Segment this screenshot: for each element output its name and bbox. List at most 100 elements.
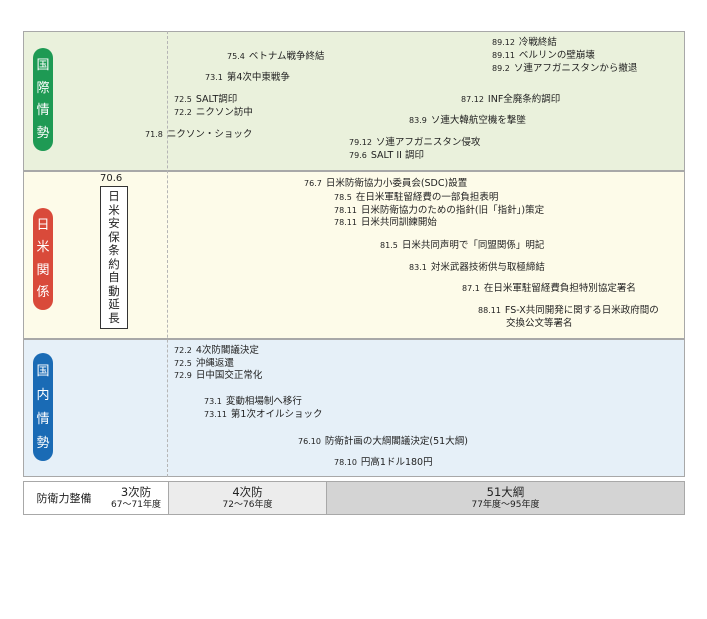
event-date: 87.1	[462, 284, 480, 293]
box-char: 動	[108, 283, 120, 298]
phase-period: 77年度〜95年度	[471, 500, 540, 510]
event-text: 在日米軍駐留経費負担特別協定署名	[483, 283, 636, 294]
event-date: 73.11	[204, 410, 227, 419]
event-text: 変動相場制へ移行	[225, 396, 302, 407]
event-date: 73.1	[205, 73, 223, 82]
event-text: 防衛計画の大綱閣議決定(51大綱)	[324, 436, 468, 447]
event-text: SALT II 調印	[370, 150, 424, 161]
event-text: 4次防閣議決定	[195, 345, 259, 356]
event-date: 73.1	[204, 397, 222, 406]
event-date: 79.6	[349, 151, 367, 160]
japan-us-label: 日 米 関 係	[33, 208, 53, 310]
event-text: 交換公文等署名	[506, 318, 573, 329]
phase-name: 51大綱	[486, 485, 525, 499]
event-text: 対米武器技術供与取極締結	[430, 262, 545, 273]
label-char: 国	[36, 57, 50, 73]
event-text: SALT調印	[195, 94, 238, 105]
event-text: ソ連アフガニスタン侵攻	[375, 137, 481, 148]
label-char: 勢	[36, 126, 50, 142]
box-char: 保	[108, 229, 120, 244]
event-date: 72.2	[174, 346, 192, 355]
event-date: 76.10	[298, 437, 321, 446]
treaty-auto-extension-box: 日 米 安 保 条 約 自 動 延 長	[100, 186, 128, 329]
box-char: 条	[108, 243, 120, 257]
event-text: 日米共同声明で「同盟関係」明記	[401, 240, 545, 251]
event-text: ニクソン訪中	[195, 107, 253, 118]
label-char: 関	[36, 262, 50, 278]
event-date: 78.5	[334, 193, 352, 202]
label-char: 勢	[36, 435, 50, 451]
event-date: 88.11	[478, 306, 501, 315]
event-date: 83.9	[409, 116, 427, 125]
event-date: 78.11	[334, 206, 357, 215]
timeline-event-continuation: 交換公文等署名	[506, 318, 573, 330]
event-date: 83.1	[409, 263, 427, 272]
international-label: 国 際 情 勢	[33, 48, 53, 151]
event-text: 第4次中東戦争	[226, 72, 290, 83]
label-char: 国	[36, 363, 50, 379]
label-char: 内	[36, 387, 50, 403]
box-char: 延	[108, 297, 120, 311]
event-text: INF全廃条約調印	[487, 94, 561, 105]
section-japan-us	[23, 171, 685, 339]
buildup-phase-4jibo: 4次防 72〜76年度	[168, 482, 326, 514]
timeline-divider	[167, 31, 168, 477]
event-date: 76.7	[304, 179, 322, 188]
label-char: 際	[36, 80, 50, 96]
event-date: 89.12	[492, 38, 515, 47]
label-char: 情	[36, 103, 50, 119]
event-text: ニクソン・ショック	[166, 129, 253, 140]
event-text: 第1次オイルショック	[230, 409, 323, 420]
domestic-label: 国 内 情 勢	[33, 353, 53, 461]
event-text: 円高1ドル180円	[360, 457, 433, 468]
event-text: ソ連大韓航空機を撃墜	[430, 115, 526, 126]
event-date: 72.2	[174, 108, 192, 117]
event-date: 71.8	[145, 130, 163, 139]
event-date: 87.12	[461, 95, 484, 104]
phase-period: 67〜71年度	[111, 500, 161, 510]
label-char: 情	[36, 411, 50, 427]
event-text: 沖縄返還	[195, 358, 234, 369]
event-text: 日米防衛協力のための指針(旧「指針」)策定	[360, 205, 545, 216]
label-char: 米	[36, 240, 50, 256]
box-char: 米	[108, 202, 120, 217]
event-date: 89.2	[492, 64, 510, 73]
buildup-label: 防衛力整備	[36, 492, 92, 505]
buildup-phase-51taiko: 51大綱 77年度〜95年度	[326, 482, 684, 514]
section-international	[23, 31, 685, 171]
phase-name: 3次防	[120, 485, 152, 499]
event-text: ソ連アフガニスタンから撤退	[513, 63, 638, 74]
event-date: 78.11	[334, 218, 357, 227]
event-date: 72.5	[174, 359, 192, 368]
event-date: 89.11	[492, 51, 515, 60]
phase-name: 4次防	[232, 485, 263, 499]
box-char: 約	[108, 256, 120, 271]
event-text: ベルリンの壁崩壊	[518, 50, 595, 61]
buildup-phase-3jibo: 3次防 67〜71年度	[104, 482, 168, 514]
auto-extension-date: 70.6	[100, 173, 123, 184]
event-text: 冷戦終結	[518, 37, 557, 48]
label-char: 係	[36, 285, 50, 301]
